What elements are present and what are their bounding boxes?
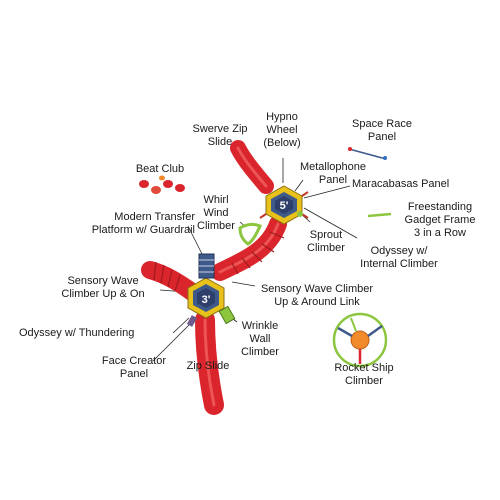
leader-transfer [187, 225, 203, 255]
label-line: Face Creator [101, 355, 167, 367]
label-line: Sensory Wave Climber [260, 283, 374, 295]
label-sensory-wave-up-on: Sensory Wave Climber Up & On [52, 275, 154, 301]
sensory-wave-link-tube [211, 215, 287, 281]
label-line: Climber [307, 242, 345, 254]
label-metallophone-panel: Metallophone Panel [297, 161, 369, 187]
label-line: Climber Up & On [61, 288, 145, 300]
lower-deck-number: 3' [202, 294, 211, 306]
rocket-ship-climber [332, 312, 388, 368]
lower-deck: 3' [187, 277, 225, 319]
label-line: Panel [119, 368, 149, 380]
label-line: Metallophone [299, 161, 367, 173]
label-line: Space Race [352, 118, 412, 130]
label-line: Gadget Frame [404, 214, 476, 226]
label-hypno-wheel: Hypno Wheel (Below) [258, 111, 306, 150]
label-line: Modern Transfer [114, 211, 195, 223]
label-line: Rocket Ship [334, 362, 394, 374]
label-line: Sprout [309, 229, 343, 241]
label-sensory-wave-up-around: Sensory Wave Climber Up & Around Link [252, 283, 382, 309]
label-freestanding-gadget-frame: Freestanding Gadget Frame 3 in a Row [394, 201, 486, 240]
leader-metallophone [294, 179, 304, 192]
label-line: Wind [203, 207, 229, 219]
zip-slide [195, 310, 224, 415]
sprout-climber [297, 211, 303, 217]
label-line: Hypno [266, 111, 298, 123]
label-rocket-ship-climber: Rocket Ship Climber [326, 362, 402, 388]
label-line: Wall [249, 333, 271, 345]
label-line: (Below) [263, 137, 301, 149]
leader-up-around [231, 281, 256, 287]
label-line: Maracabasas Panel [352, 178, 450, 190]
label-beat-club: Beat Club [130, 163, 190, 176]
label-swerve-zip-slide: Swerve Zip Slide [188, 123, 252, 149]
leader-odyssey-internal [303, 207, 358, 239]
label-line: Beat Club [135, 163, 185, 175]
label-line: Sensory Wave [67, 275, 139, 287]
label-odyssey-internal-climber: Odyssey w/ Internal Climber [352, 245, 446, 271]
label-zip-slide: Zip Slide [178, 360, 238, 373]
face-creator-panel [186, 315, 198, 327]
label-line: Odyssey w/ Thundering [19, 327, 135, 339]
freestanding-gadget-frame [367, 212, 392, 218]
leader-maracabasas [303, 185, 351, 199]
label-line: Climber [241, 346, 279, 358]
upper-deck: 5' [259, 185, 309, 225]
label-sprout-climber: Sprout Climber [298, 229, 354, 255]
label-line: 3 in a Row [414, 227, 466, 239]
whirl-wind-climber [238, 222, 262, 246]
label-odyssey-thundering: Odyssey w/ Thundering [19, 327, 134, 340]
sensory-wave-up-on-tube [141, 261, 201, 301]
label-line: Freestanding [407, 201, 473, 213]
label-face-creator-panel: Face Creator Panel [96, 355, 172, 381]
label-line: Panel [367, 131, 397, 143]
space-race-panel [348, 147, 387, 160]
label-modern-transfer-platform: Modern Transfer Platform w/ Guardrail [60, 211, 195, 237]
label-line: Platform w/ Guardrail [91, 224, 195, 236]
beat-club [139, 175, 185, 194]
leader-thundering [172, 317, 190, 334]
label-line: Slide [207, 136, 233, 148]
label-space-race-panel: Space Race Panel [346, 118, 418, 144]
wrinkle-wall-climber [218, 305, 236, 325]
label-line: Zip Slide [186, 360, 230, 372]
label-whirl-wind-climber: Whirl Wind Climber [192, 194, 240, 233]
label-maracabasas-panel: Maracabasas Panel [352, 178, 449, 191]
label-line: Panel [318, 174, 348, 186]
label-line: Wheel [266, 124, 298, 136]
label-line: Up & Around Link [274, 296, 360, 308]
label-line: Climber [197, 220, 235, 232]
upper-deck-number: 5' [280, 200, 289, 212]
label-line: Swerve Zip [192, 123, 248, 135]
modern-transfer-platform [198, 253, 215, 279]
label-line: Odyssey w/ [370, 245, 428, 257]
label-line: Internal Climber [360, 258, 438, 270]
label-line: Climber [345, 375, 383, 387]
label-line: Whirl [203, 194, 229, 206]
label-line: Wrinkle [241, 320, 279, 332]
swerve-zip-slide [230, 140, 274, 194]
leader-face [152, 322, 192, 362]
label-wrinkle-wall-climber: Wrinkle Wall Climber [238, 320, 282, 359]
